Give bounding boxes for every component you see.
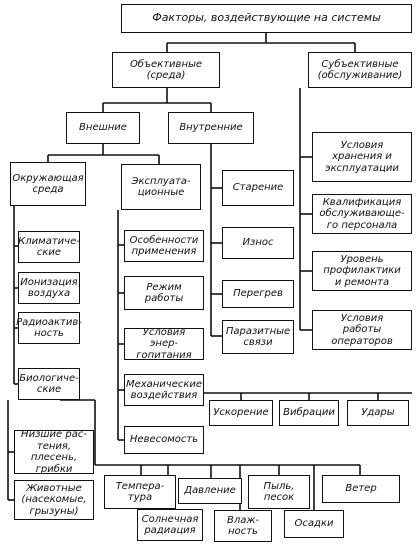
ionization-node: Ионизация воздуха	[18, 272, 80, 304]
precipitation-node: Осадки	[284, 510, 344, 538]
root-node: Факторы, воздействующие на системы	[121, 4, 412, 33]
prevention-node: Уровень профилактики и ремонта	[312, 251, 412, 291]
weightlessness-node: Невесомость	[124, 426, 204, 454]
overheat-node: Перегрев	[222, 280, 294, 308]
wind-node: Ветер	[322, 475, 400, 503]
operators-node: Условия работы операторов	[312, 310, 412, 350]
subjective-node: Субъективные (обслуживание)	[308, 52, 412, 88]
pressure-node: Давление	[178, 478, 242, 504]
biological-node: Биологиче- ские	[18, 368, 80, 400]
storage-node: Условия хранения и эксплуатации	[312, 132, 412, 182]
animals-node: Животные (насекомые, грызуны)	[14, 480, 94, 520]
temperature-node: Темпера- тура	[104, 475, 176, 509]
wear-node: Износ	[222, 227, 294, 259]
objective-node: Объективные (среда)	[112, 52, 220, 88]
acceleration-node: Ускорение	[209, 400, 273, 426]
parasitic-node: Паразитные связи	[222, 320, 294, 354]
humidity-node: Влаж- ность	[214, 510, 272, 542]
operational-node: Эксплуата- ционные	[121, 164, 201, 210]
lower-plants-node: Низшие рас- тения, плесень, грибки	[14, 429, 94, 475]
vibration-node: Вибрации	[279, 400, 339, 426]
external-node: Внешние	[66, 112, 140, 144]
impacts-node: Удары	[347, 400, 409, 426]
environment-node: Окружающая среда	[10, 162, 86, 206]
dust-node: Пыль, песок	[248, 475, 310, 509]
qualification-node: Квалификация обслуживающе- го персонала	[312, 194, 412, 234]
mechanical-node: Механические воздействия	[124, 374, 204, 406]
work-mode-node: Режим работы	[124, 276, 204, 310]
solar-node: Солнечная радиация	[137, 509, 203, 541]
internal-node: Внутренние	[168, 112, 254, 144]
application-node: Особенности применения	[124, 230, 204, 262]
radioactivity-node: Радиоактив- ность	[16, 312, 82, 344]
power-supply-node: Условия энер- гопитания	[124, 327, 204, 361]
aging-node: Старение	[222, 170, 294, 206]
climatic-node: Климатиче- ские	[18, 231, 80, 263]
